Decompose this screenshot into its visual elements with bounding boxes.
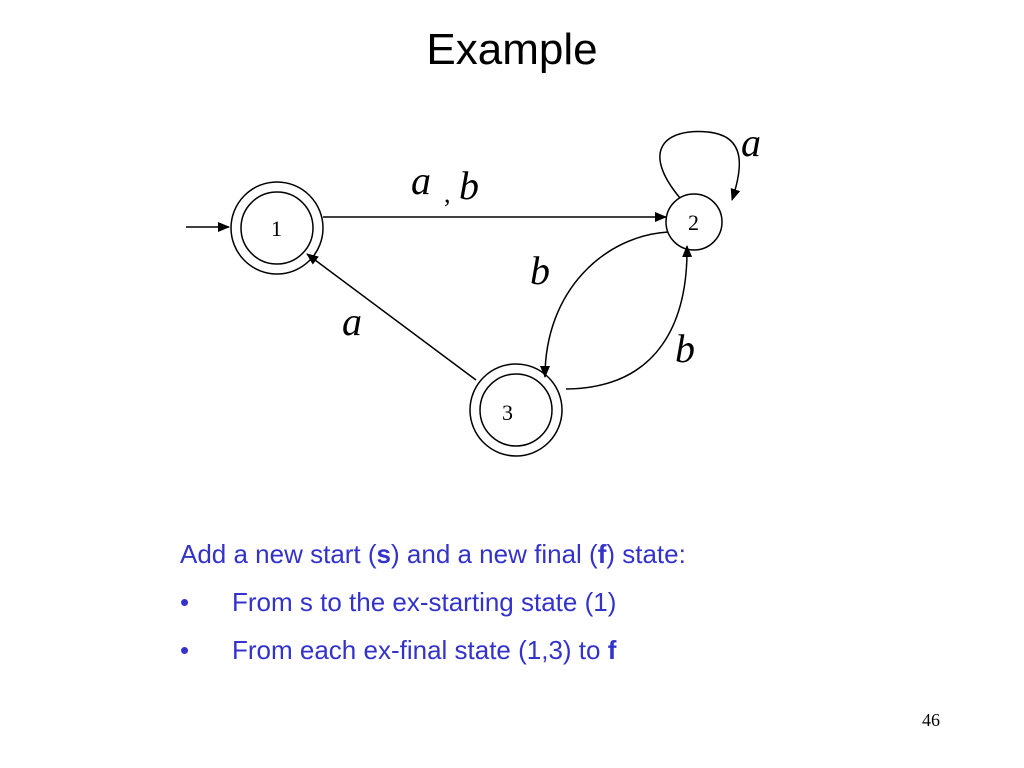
notes-intro-part3: ) state: xyxy=(606,539,686,569)
state-3: 3 xyxy=(469,363,563,457)
edge-1-to-2-label-b: b xyxy=(459,163,479,208)
state-1-label: 1 xyxy=(271,216,282,241)
edge-2-self-loop xyxy=(659,130,741,201)
bullet-2-final-symbol: f xyxy=(607,635,617,665)
state-1-inner-ring xyxy=(240,191,314,265)
edge-2-to-3 xyxy=(540,231,669,378)
bullet-1-text: From s to the ex-starting state (1) xyxy=(232,587,617,617)
bullet-2-dot: • xyxy=(180,635,190,665)
edge-1-to-2-label-a: a xyxy=(411,158,431,203)
state-3-label: 3 xyxy=(502,400,513,425)
notes-intro: Add a new start (s) and a new final (f) … xyxy=(180,530,686,578)
state-2: 2 xyxy=(665,193,723,251)
state-2-label: 2 xyxy=(688,210,699,235)
notes-intro-part2: ) and a new final ( xyxy=(391,539,598,569)
notes-intro-part1: Add a new start ( xyxy=(180,539,377,569)
edge-1-to-2-label-separator: , xyxy=(444,179,451,208)
edge-3-to-1 xyxy=(306,253,477,381)
edge-2-self-loop-label: a xyxy=(741,120,761,165)
notes-bullet-2: • From each ex-final state (1,3) to f xyxy=(180,626,686,674)
state-3-inner-ring xyxy=(479,373,553,447)
notes-bullet-1: • From s to the ex-starting state (1) xyxy=(180,578,686,626)
edge-2-to-3-label: b xyxy=(530,248,550,293)
bullet-2-text: From each ex-final state (1,3) to xyxy=(232,635,608,665)
state-2-circle xyxy=(665,193,723,251)
slide-title: Example xyxy=(426,25,598,74)
edge-3-to-2 xyxy=(565,245,693,390)
notes-intro-final-symbol: f xyxy=(597,539,607,569)
notes-block: Add a new start (s) and a new final (f) … xyxy=(180,530,686,674)
edge-3-to-2-label: b xyxy=(675,326,695,371)
page-number: 46 xyxy=(922,710,940,730)
bullet-1-dot: • xyxy=(180,587,190,617)
automaton-diagram: 1 2 3 a , b a b b a xyxy=(186,120,761,457)
edge-3-to-1-label: a xyxy=(342,299,362,344)
state-1: 1 xyxy=(230,181,324,275)
notes-intro-start-symbol: s xyxy=(376,539,392,569)
